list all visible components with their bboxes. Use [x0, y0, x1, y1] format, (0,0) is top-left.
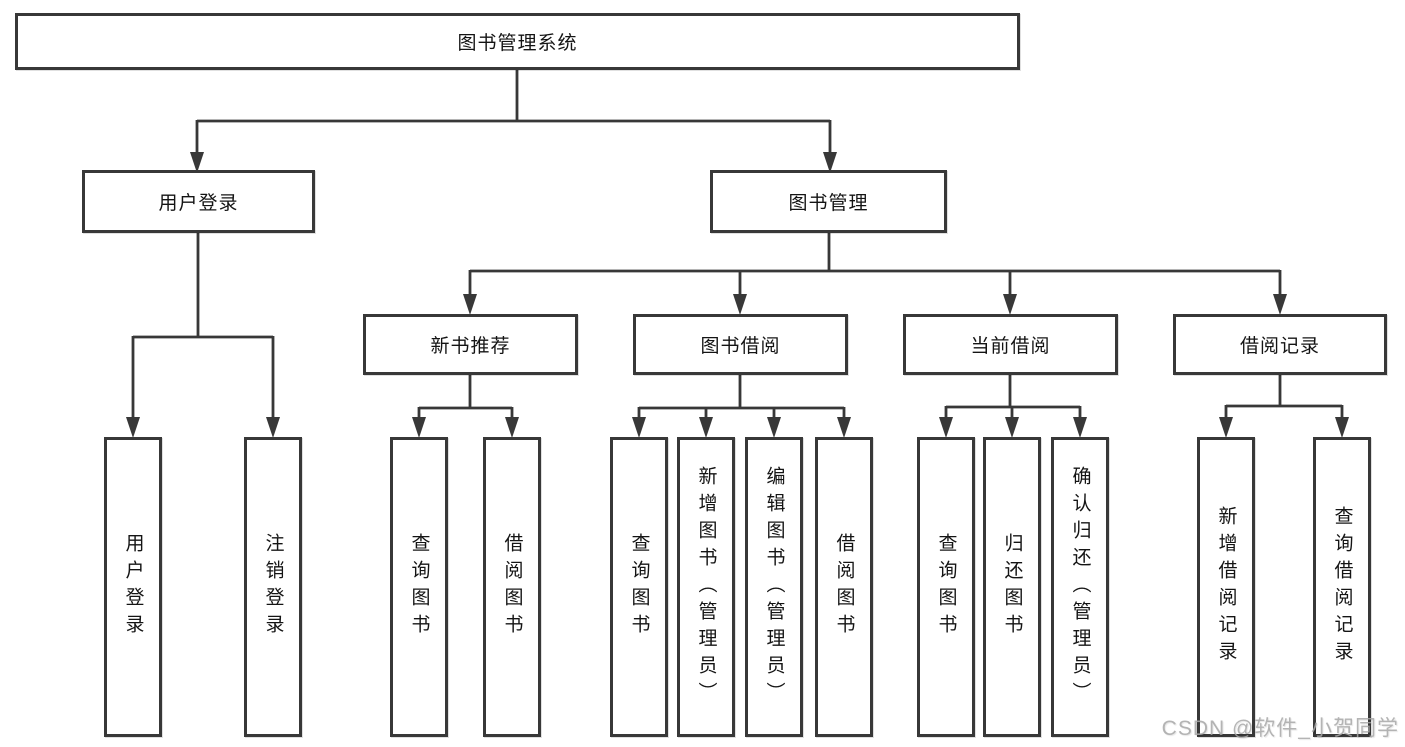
leaf-add-borrow-record: 新增借阅记录 [1197, 437, 1255, 737]
leaf-borrow-books: 借阅图书 [815, 437, 873, 737]
leaf-confirm-return-admin: 确认归还（管理员） [1051, 437, 1109, 737]
leaf-query-books-recommend: 查询图书 [390, 437, 448, 737]
leaf-edit-books-admin: 编辑图书（管理员） [745, 437, 803, 737]
leaf-query-books-current: 查询图书 [917, 437, 975, 737]
leaf-query-books-borrow: 查询图书 [610, 437, 668, 737]
node-library-management-system: 图书管理系统 [15, 13, 1020, 70]
leaf-return-books: 归还图书 [983, 437, 1041, 737]
node-book-borrow: 图书借阅 [633, 314, 848, 375]
leaf-query-borrow-record: 查询借阅记录 [1313, 437, 1371, 737]
leaf-borrow-books-recommend: 借阅图书 [483, 437, 541, 737]
node-user-login: 用户登录 [82, 170, 315, 233]
node-book-management: 图书管理 [710, 170, 947, 233]
node-new-book-recommend: 新书推荐 [363, 314, 578, 375]
leaf-add-books-admin: 新增图书（管理员） [677, 437, 735, 737]
arrowhead-icons [126, 152, 1349, 438]
leaf-logout-login: 注销登录 [244, 437, 302, 737]
node-current-borrow: 当前借阅 [903, 314, 1118, 375]
node-borrow-records: 借阅记录 [1173, 314, 1387, 375]
csdn-watermark: CSDN @软件_小贺同学 [1161, 717, 1399, 740]
leaf-user-login: 用户登录 [104, 437, 162, 737]
